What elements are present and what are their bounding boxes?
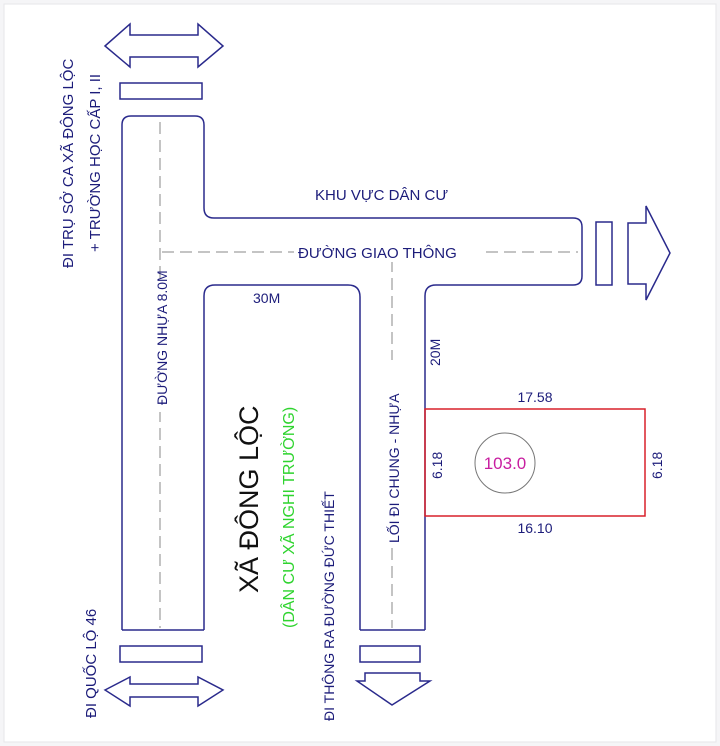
top-block <box>119 82 203 100</box>
top-left-direction-line2: + TRƯỜNG HỌC CẤP I, II <box>87 74 104 252</box>
lot-bottom-edge: 16.10 <box>517 520 552 536</box>
highway-46-label: ĐI QUỐC LỘ 46 <box>82 609 100 718</box>
land-lot: 103.0 17.58 16.10 6.18 6.18 <box>424 389 665 536</box>
main-road-outline <box>121 115 583 630</box>
asphalt-road-label: ĐƯỜNG NHỰA 8.0M <box>154 270 170 405</box>
right-block <box>595 221 613 286</box>
road-to-duc-thiet-label: ĐI THÔNG RA ĐƯỜNG ĐỨC THIẾT <box>321 491 337 721</box>
commune-name: XÃ ĐÔNG LỘC <box>233 405 264 593</box>
area-circle <box>474 432 536 494</box>
lot-left-edge: 6.18 <box>429 452 445 479</box>
width-20m-label: 20M <box>427 339 443 366</box>
road-network <box>121 115 583 631</box>
lot-boundary <box>424 408 646 517</box>
bottom-middle-arrow-icon <box>354 672 433 706</box>
lot-area: 103.0 <box>484 454 527 473</box>
inner-left-outline <box>203 284 361 630</box>
residential-area-label: KHU VỰC DÂN CƯ <box>315 187 448 204</box>
common-path-label: LỐI ĐI CHUNG - NHỰA <box>385 393 402 543</box>
width-30m-label: 30M <box>253 290 280 306</box>
bottom-left-arrow-icon <box>103 675 225 708</box>
traffic-road-label: ĐƯỜNG GIAO THÔNG <box>298 245 457 262</box>
bottom-left-block <box>119 645 203 663</box>
top-left-direction-line1: ĐI TRỤ SỞ CA XÃ ĐÔNG LỘC <box>59 59 77 268</box>
bottom-middle-block <box>359 645 421 663</box>
lot-right-edge: 6.18 <box>649 452 665 479</box>
right-arrow-icon <box>627 205 671 301</box>
top-arrow-icon <box>103 22 225 69</box>
lot-top-edge: 17.58 <box>517 389 552 405</box>
residential-subtitle: (DÂN CƯ XÃ NGHI TRƯỜNG) <box>278 407 298 628</box>
